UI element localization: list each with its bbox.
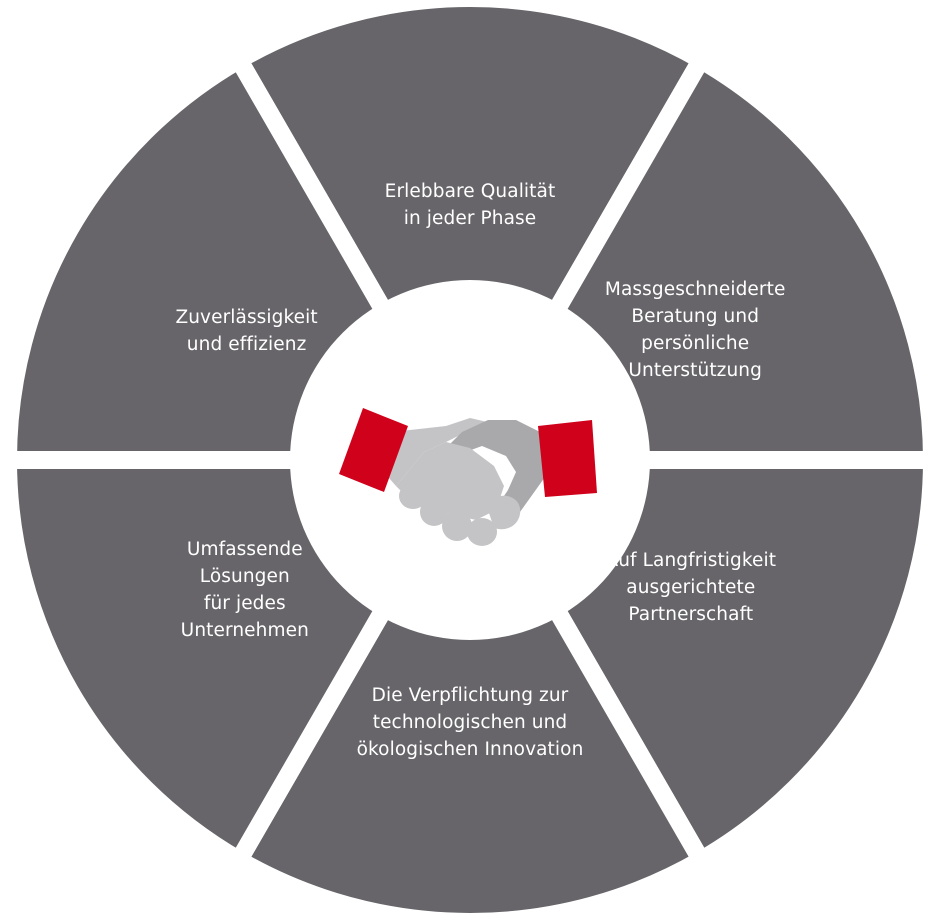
segment-label-line: technologischen und: [372, 711, 568, 733]
segment-label-line: Umfassende: [186, 539, 303, 560]
segment-label-line: Lösungen: [199, 566, 290, 587]
segment-label-line: Partnerschaft: [628, 604, 754, 625]
segment-top-label: Erlebbare Qualität in jeder Phase: [350, 178, 590, 232]
segment-label-line: Die Verpflichtung zur: [371, 684, 569, 706]
left-cuff: [339, 408, 408, 492]
handshake-icon: [339, 408, 597, 546]
segment-bottom-label: Die Verpflichtung zur technologischen und…: [350, 682, 590, 763]
segment-label-line: in jeder Phase: [403, 208, 537, 229]
segment-label-line: Zuverlässigkeit: [175, 307, 318, 328]
segment-label-line: Unternehmen: [180, 620, 309, 641]
segment-label-line: Massgeschneiderte: [604, 279, 786, 300]
segment-label-line: Unterstützung: [628, 360, 762, 381]
segment-label-line: Beratung und: [631, 306, 760, 327]
segment-label-line: Erlebbare Qualität: [384, 181, 556, 202]
segment-upper-left-label: Zuverlässigkeit und effizienz: [127, 304, 367, 358]
segment-label-line: ausgerichtete: [626, 577, 756, 598]
right-cuff: [538, 420, 597, 497]
segment-label-line: persönliche: [641, 333, 750, 354]
segment-label-line: und effizienz: [186, 334, 307, 355]
palm: [396, 442, 504, 520]
finger: [467, 518, 497, 546]
hand-shape: [448, 420, 550, 512]
segment-top: [226, 0, 714, 478]
finger: [442, 511, 472, 541]
segment-label-line: für jedes: [203, 593, 286, 614]
segment-label-line: ökologischen Innovation: [356, 738, 584, 760]
segment-label-line: Auf Langfristigkeit: [605, 550, 777, 571]
